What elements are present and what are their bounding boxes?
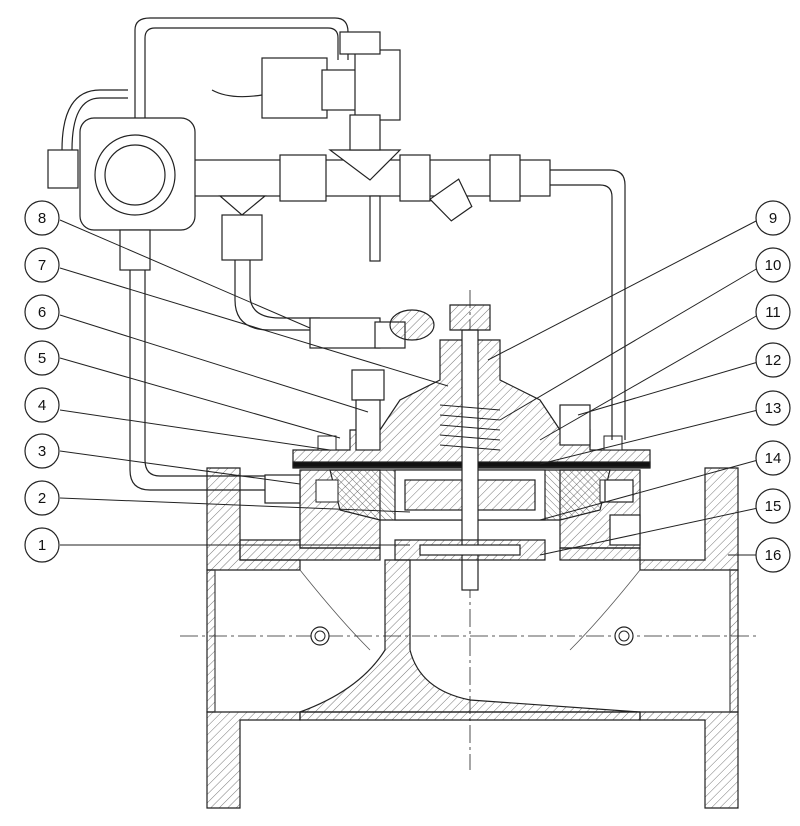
body-bolt-left — [310, 626, 330, 646]
callout-14: 14 — [755, 440, 791, 476]
body-top-wall-right — [559, 547, 641, 561]
callout-1: 1 — [24, 527, 60, 563]
callout-16: 16 — [755, 537, 791, 573]
callout-2: 2 — [24, 480, 60, 516]
svg-text:11: 11 — [765, 304, 781, 321]
callout-6: 6 — [24, 294, 60, 330]
svg-text:14: 14 — [765, 450, 782, 467]
callout-10: 10 — [755, 247, 791, 283]
svg-text:12: 12 — [765, 352, 782, 369]
top-cap — [449, 304, 491, 331]
leader-lines — [59, 219, 759, 556]
cover-assembly — [292, 304, 651, 591]
strainer-icon — [429, 178, 473, 222]
callout-4: 4 — [24, 387, 60, 423]
svg-text:9: 9 — [769, 210, 777, 227]
pilot-manifold — [189, 149, 551, 262]
svg-text:15: 15 — [765, 498, 782, 515]
callout-12: 12 — [755, 342, 791, 378]
callout-9: 9 — [755, 200, 791, 236]
body-bore-lines — [214, 569, 731, 712]
pilot-tubing — [61, 17, 626, 491]
left-flange-lower — [206, 711, 301, 809]
svg-text:3: 3 — [38, 443, 46, 460]
svg-text:2: 2 — [38, 490, 46, 507]
spring — [439, 404, 501, 451]
svg-text:8: 8 — [38, 210, 46, 227]
right-flange-lower — [639, 711, 739, 809]
callout-5: 5 — [24, 340, 60, 376]
svg-text:7: 7 — [38, 257, 46, 274]
needle-valve-icon — [309, 309, 435, 349]
svg-text:10: 10 — [765, 257, 782, 274]
callout-13: 13 — [755, 390, 791, 426]
callout-15: 15 — [755, 488, 791, 524]
svg-text:6: 6 — [38, 304, 46, 321]
svg-text:16: 16 — [765, 547, 782, 564]
svg-text:1: 1 — [38, 537, 46, 554]
gauge-icon — [47, 117, 196, 271]
callout-3: 3 — [24, 433, 60, 469]
svg-text:4: 4 — [38, 397, 46, 414]
bonnet-fitting — [264, 369, 641, 546]
callout-7: 7 — [24, 247, 60, 283]
callout-11: 11 — [755, 294, 791, 330]
svg-text:13: 13 — [765, 400, 782, 417]
body-bolt-right — [614, 626, 634, 646]
svg-text:5: 5 — [38, 350, 46, 367]
right-flange — [639, 467, 739, 571]
callout-8: 8 — [24, 200, 60, 236]
solenoid-icon — [211, 31, 401, 151]
body-lower-wall — [299, 711, 641, 721]
